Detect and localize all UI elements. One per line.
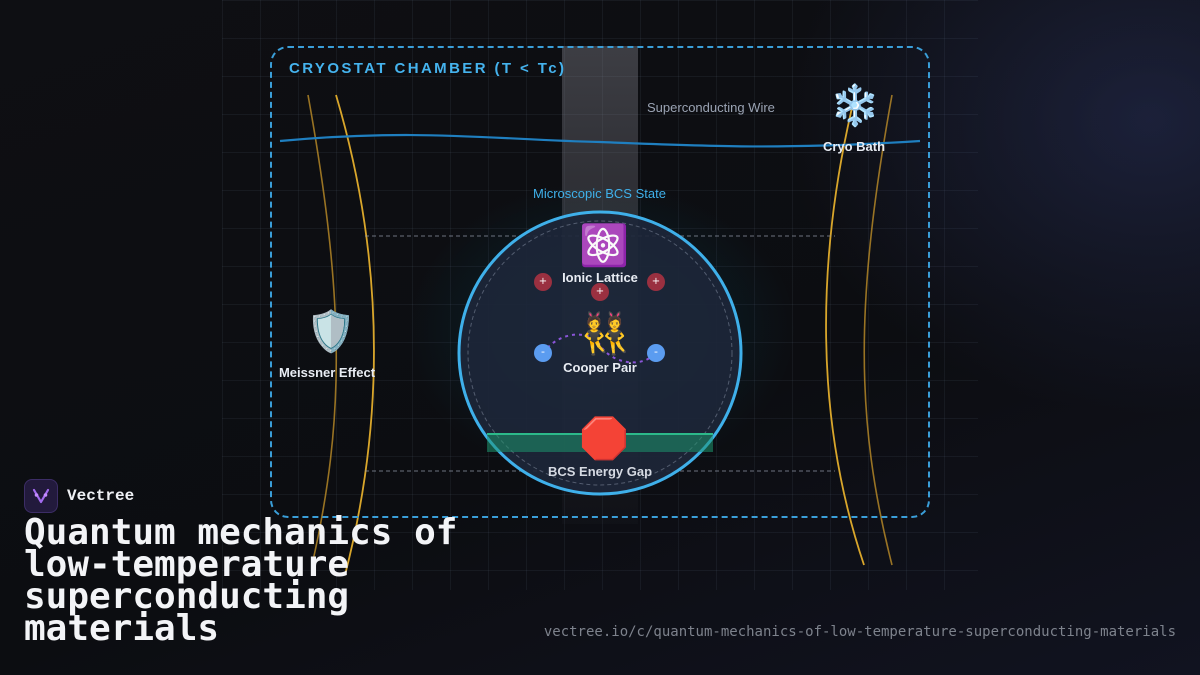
bcs-inner-circle (467, 220, 733, 486)
wire-label: Superconducting Wire (647, 100, 775, 115)
stop-sign-icon: 🛑 (579, 416, 629, 462)
brand: Vectree (24, 479, 134, 513)
atom-icon: ⚛️ (579, 223, 629, 269)
field-line-left-inner (335, 94, 375, 576)
pair-icon: 👯 (580, 311, 630, 357)
brand-name: Vectree (67, 487, 135, 505)
bcs-label: Microscopic BCS State (533, 186, 666, 201)
cooper-pair-path (542, 333, 657, 364)
field-line-right-outer (863, 94, 893, 566)
cooper-pair-label: Cooper Pair (563, 360, 637, 375)
bcs-circle (457, 210, 743, 496)
field-line-right-inner (825, 94, 865, 566)
ionic-lattice-label: Ionic Lattice (562, 270, 638, 285)
snowflake-icon: ❄️ (830, 83, 880, 129)
superconducting-wire (279, 133, 921, 148)
shield-icon: 🛡️ (306, 309, 356, 355)
page-title: Quantum mechanics of low-temperature sup… (24, 512, 458, 649)
electron-particle: - (534, 344, 552, 362)
cryo-bath-label: Cryo Bath (822, 139, 886, 154)
cryostat-chamber (270, 46, 930, 518)
ion-particle: + (647, 273, 665, 291)
energy-gap-band (487, 433, 713, 452)
ion-particle: + (534, 273, 552, 291)
energy-gap-label: BCS Energy Gap (547, 464, 653, 479)
meissner-effect-label: Meissner Effect (278, 365, 376, 380)
field-line-left-outer (307, 94, 338, 566)
chamber-title: CRYOSTAT CHAMBER (T < Tc) (289, 60, 567, 77)
page-url: vectree.io/c/quantum-mechanics-of-low-te… (543, 624, 1176, 640)
vectree-logo-icon (24, 479, 58, 513)
electron-particle: - (647, 344, 665, 362)
ion-particle: + (591, 283, 609, 301)
